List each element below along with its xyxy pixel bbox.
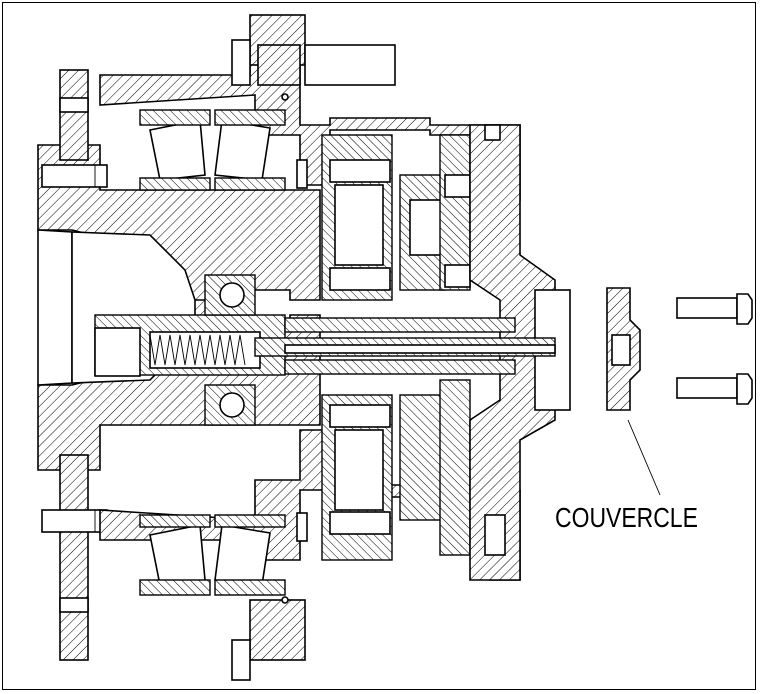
couvercle-label: COUVERCLE [555, 502, 698, 533]
second-stage [399, 134, 471, 556]
left-flange [41, 69, 108, 661]
upper-housing [99, 14, 521, 201]
ball-bearings [204, 274, 256, 426]
couvercle-cover-part [606, 287, 641, 411]
central-shaft [94, 314, 556, 377]
planet-bearings [321, 134, 393, 561]
leader-line [627, 419, 661, 496]
lower-tapered-bearings [139, 514, 286, 596]
hub-body [37, 144, 321, 471]
exploded-bolts [676, 293, 753, 405]
upper-tapered-bearings [139, 109, 286, 191]
seal-details [281, 93, 308, 604]
